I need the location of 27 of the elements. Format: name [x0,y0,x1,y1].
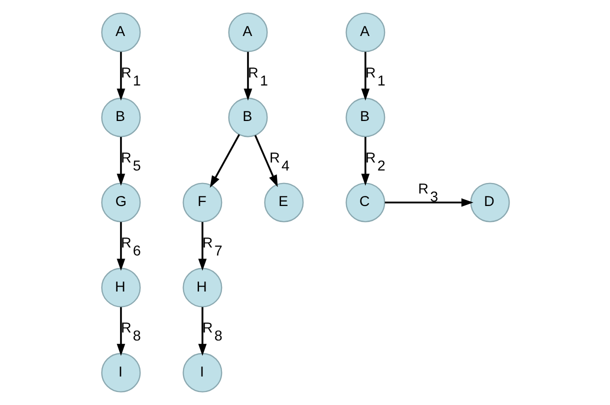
node-circle: E [264,182,304,222]
arrow [116,52,125,101]
node-circle: D [470,182,510,222]
node-circle: B [228,98,268,138]
arrow [198,307,206,356]
arrow [243,52,252,101]
node-circle: I [182,352,222,392]
node-circle: B [100,98,140,138]
arrow [198,222,206,271]
node-circle: A [345,12,385,52]
node-circle: F [182,182,222,222]
node-circle: H [100,268,140,308]
arrow [360,52,370,101]
node-circle: G [100,182,140,222]
node-circle: A [100,12,140,52]
node-circle: I [100,352,140,392]
arrow [116,307,125,356]
arrow [384,198,473,207]
arrow [254,135,278,188]
arrow [116,222,125,271]
arrow [360,136,370,186]
node-circle: H [182,268,222,308]
arrow [116,136,125,186]
node-circle: B [345,98,385,138]
arrow [209,134,240,188]
node-circle: C [345,182,385,222]
node-circle: A [228,12,268,52]
